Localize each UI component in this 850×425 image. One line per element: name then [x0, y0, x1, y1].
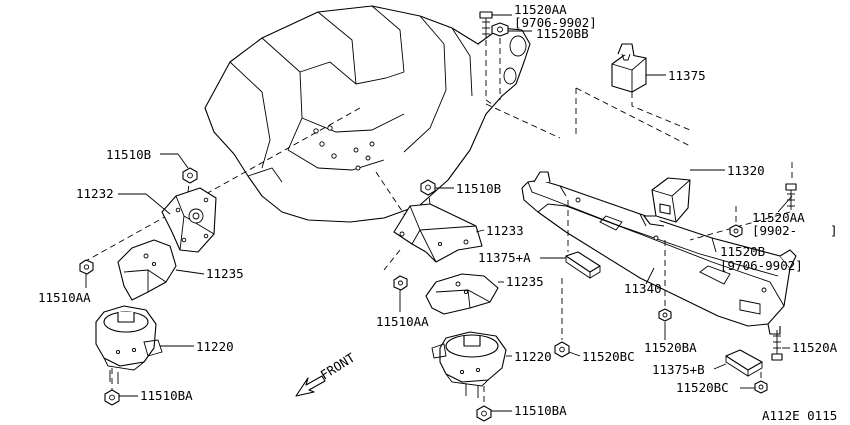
nut-11520BC-right	[754, 380, 768, 394]
label-11520BB: 11520BB	[536, 26, 589, 41]
nut-11510B-left	[182, 167, 198, 184]
heat-shield-11235-mid	[425, 273, 499, 315]
label-11520B: 11520B	[720, 244, 765, 259]
front-arrow-icon	[295, 375, 326, 397]
label-date-right: [9706-9902]	[720, 258, 803, 273]
insulator-11220-left	[95, 305, 163, 371]
nut-11510BA-left	[104, 389, 120, 406]
top-nut-11520BB	[491, 22, 509, 37]
insulator-11220-mid	[431, 331, 507, 387]
label-11520BC-right: 11520BC	[676, 380, 729, 395]
nut-11510B-mid	[420, 179, 436, 196]
label-11340: 11340	[624, 281, 662, 296]
label-11220-mid: 11220	[514, 349, 552, 364]
nut-11520BC-mid	[554, 341, 570, 358]
label-11220-left: 11220	[196, 339, 234, 354]
label-11520BC-mid: 11520BC	[582, 349, 635, 364]
label-11320: 11320	[727, 163, 765, 178]
nut-11520BA-right	[658, 308, 672, 322]
bracket-11233	[393, 203, 483, 263]
nut-11520B	[729, 224, 743, 238]
bolt-right-11520AA	[785, 183, 797, 210]
rear-mount-11320	[643, 177, 691, 227]
label-bracket-close: ]	[830, 223, 838, 238]
label-11520BA-right: 11520BA	[644, 340, 697, 355]
diagram-code: A112E 0115	[762, 408, 837, 423]
engine-transmission-assembly	[204, 5, 531, 223]
label-11510BA-left: 11510BA	[140, 388, 193, 403]
label-11520AA-top: 11520AA	[514, 2, 567, 17]
mount-11375	[611, 43, 647, 93]
label-11510B-left: 11510B	[106, 147, 151, 162]
top-bolt-11520AA	[479, 11, 493, 38]
label-11510B-mid: 11510B	[456, 181, 501, 196]
bolt-11510AA-mid	[393, 275, 408, 312]
nut-11510AA-left	[79, 259, 94, 275]
label-11520A: 11520A	[792, 340, 838, 355]
nut-11510BA-mid	[476, 405, 492, 422]
pad-11375A	[565, 251, 601, 279]
label-date-top: [9706-9902]	[514, 15, 597, 30]
label-11375B: 11375+B	[652, 362, 705, 377]
label-11520AA-right: 11520AA	[752, 210, 805, 225]
label-11375A: 11375+A	[478, 250, 531, 265]
part-labels: 11520AA [9706-9902] 11520BB 11375 11510B…	[38, 2, 838, 423]
label-11510BA-mid: 11510BA	[514, 403, 567, 418]
label-11235-mid: 11235	[506, 274, 544, 289]
label-11232: 11232	[76, 186, 114, 201]
label-11235-left: 11235	[206, 266, 244, 281]
label-11510AA-left: 11510AA	[38, 290, 91, 305]
bracket-11232	[161, 187, 217, 253]
bolt-11520A	[771, 330, 783, 361]
heat-shield-11235-left	[117, 239, 177, 301]
label-11233: 11233	[486, 223, 524, 238]
crossmember-11340	[521, 171, 797, 335]
label-11510AA-mid: 11510AA	[376, 314, 429, 329]
pad-11375B	[725, 349, 763, 377]
label-9902: [9902-	[752, 223, 797, 238]
label-front: FRONT	[318, 350, 358, 383]
label-11375: 11375	[668, 68, 706, 83]
